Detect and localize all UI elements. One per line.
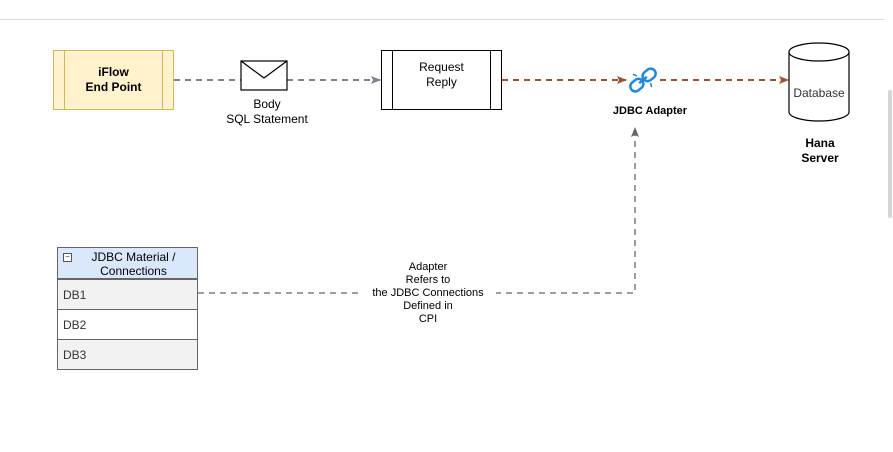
request-reply-node[interactable]: Request Reply — [381, 50, 502, 110]
request-reply-label: Request Reply — [419, 60, 464, 89]
message-envelope-icon — [240, 60, 288, 91]
database-cylinder-icon — [788, 42, 850, 122]
table-header: − JDBC Material / Connections — [58, 248, 197, 279]
hana-server-caption: Hana Server — [801, 136, 839, 165]
table-row[interactable]: DB3 — [58, 339, 197, 369]
jdbc-adapter-link-icon — [629, 67, 657, 93]
jdbc-adapter-label: JDBC Adapter — [612, 105, 688, 117]
table-row[interactable]: DB1 — [58, 279, 197, 309]
iflow-endpoint-node[interactable]: iFlow End Point — [53, 50, 174, 110]
jdbc-connections-table[interactable]: − JDBC Material / Connections DB1 DB2 DB… — [57, 247, 198, 370]
message-label: Body SQL Statement — [226, 97, 308, 126]
canvas-top-border — [0, 19, 884, 20]
collapse-icon[interactable]: − — [63, 253, 72, 262]
table-row[interactable]: DB2 — [58, 309, 197, 339]
iflow-endpoint-label: iFlow End Point — [85, 65, 142, 94]
table-title: JDBC Material / Connections — [91, 250, 176, 278]
database-label: Database — [793, 86, 845, 100]
scrollbar-thumb[interactable] — [888, 90, 892, 218]
vertical-scrollbar[interactable] — [886, 0, 893, 452]
connector-table-adapter — [198, 127, 639, 294]
reference-label: Adapter Refers to the JDBC Connections D… — [360, 261, 496, 326]
